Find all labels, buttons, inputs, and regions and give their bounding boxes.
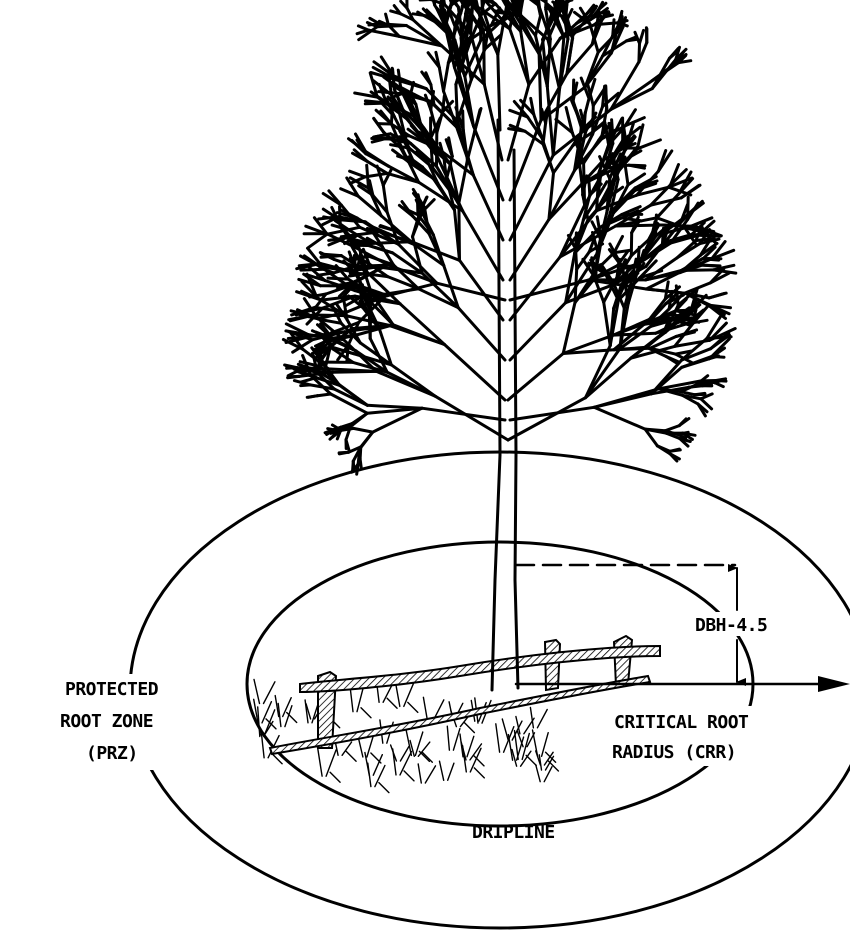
prz-label-line1: PROTECTED bbox=[65, 679, 159, 700]
split-rail-fence bbox=[270, 636, 660, 754]
crr-label-line1: CRITICAL ROOT bbox=[614, 712, 749, 733]
prz-label-line2: ROOT ZONE bbox=[60, 711, 153, 732]
dbh-label: DBH-4.5 bbox=[695, 615, 767, 636]
tree-crown bbox=[283, 0, 735, 474]
grass-tufts bbox=[254, 677, 559, 793]
prz-label-line3: (PRZ) bbox=[86, 743, 138, 764]
fence-post-middle bbox=[545, 640, 560, 690]
crr-label-line2: RADIUS (CRR) bbox=[612, 742, 736, 763]
crr-arrow-head bbox=[818, 676, 850, 692]
tree-trunk bbox=[492, 455, 518, 690]
dripline-label: DRIPLINE bbox=[472, 822, 555, 843]
protected-root-zone-ellipse bbox=[130, 452, 850, 928]
